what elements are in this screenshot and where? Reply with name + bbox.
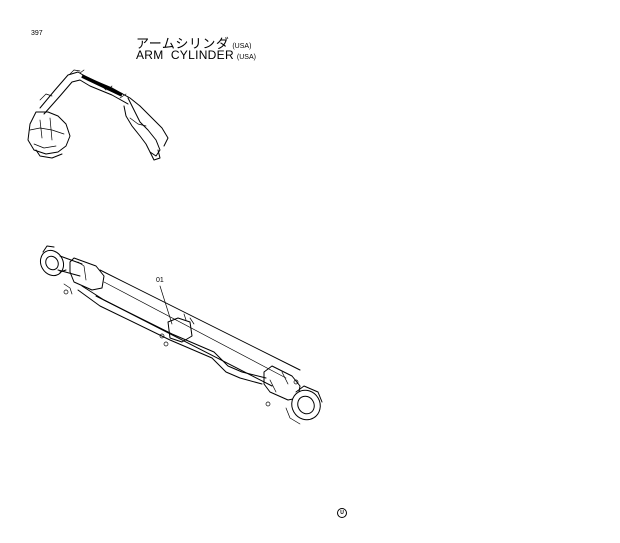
region-tag: (USA) — [232, 43, 252, 50]
title-english: ARM CYLINDER(USA) — [136, 48, 256, 62]
title-japanese: アームシリンダ(USA) — [136, 33, 251, 52]
title-english-text: ARM CYLINDER — [136, 48, 234, 62]
region-tag: (USA) — [236, 54, 256, 61]
callout-label: 01 — [156, 277, 164, 284]
footer-mark: U — [337, 508, 347, 518]
page-number: 397 — [31, 30, 43, 37]
title-japanese-text: アームシリンダ — [136, 36, 230, 51]
